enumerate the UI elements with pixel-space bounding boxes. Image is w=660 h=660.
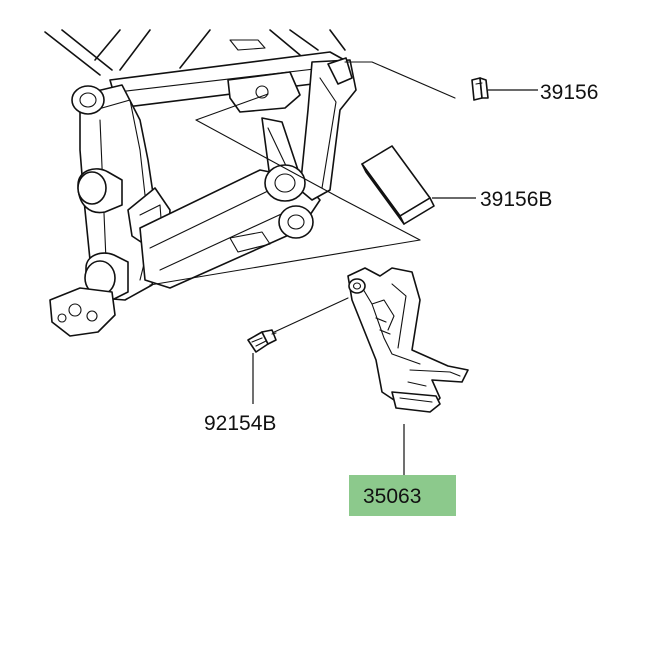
- part-92154b-bolt: [247, 329, 277, 353]
- part-labels: 39156 39156B 92154B 35063: [204, 81, 598, 516]
- highlight-box-35063: [349, 475, 456, 516]
- projection-lines: [149, 61, 456, 335]
- frame-assembly: [44, 29, 357, 337]
- label-92154b: 92154B: [204, 412, 276, 435]
- leader-lines: [252, 89, 538, 476]
- label-39156: 39156: [540, 81, 598, 104]
- part-39156b-rubber-block: [361, 145, 435, 225]
- part-35063-bracket: [347, 267, 469, 413]
- label-35063: 35063: [363, 485, 421, 508]
- part-39156-stopper: [471, 77, 489, 101]
- label-39156b: 39156B: [480, 188, 552, 211]
